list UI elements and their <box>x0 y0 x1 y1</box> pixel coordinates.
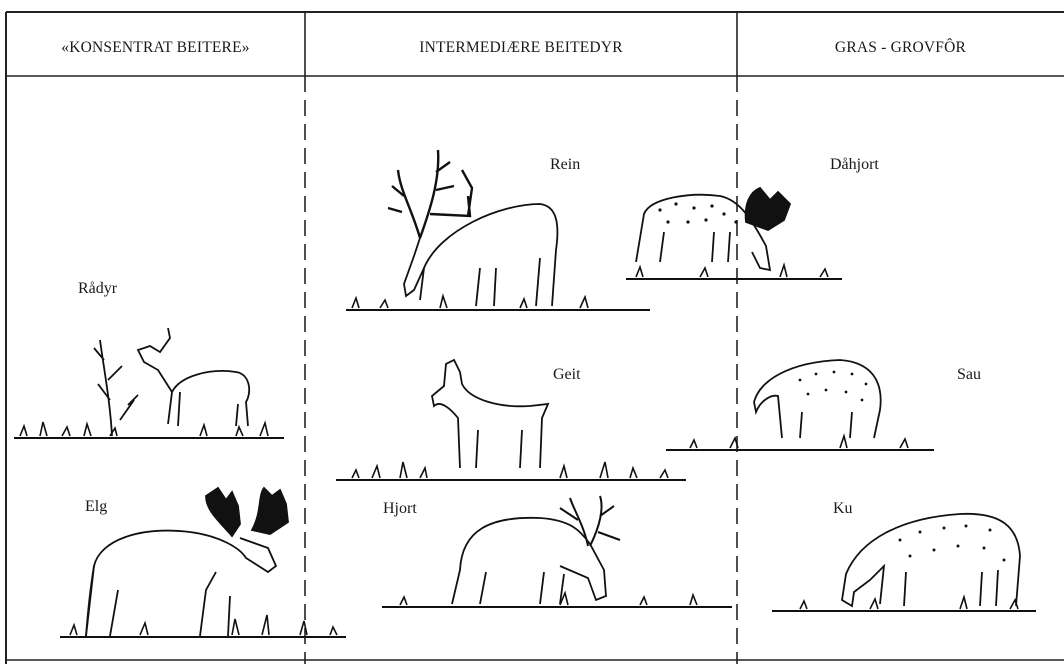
column-dividers <box>305 12 737 664</box>
ku-patches <box>899 525 1006 562</box>
sau-illustration <box>754 360 881 438</box>
label-hjort: Hjort <box>383 500 417 518</box>
label-sau: Sau <box>957 366 981 384</box>
label-radyr: Rådyr <box>78 280 117 298</box>
header-concentrate-selectors: «KONSENTRAT BEITERE» <box>6 30 305 66</box>
dahjort-illustration <box>636 188 790 270</box>
elg-illustration <box>86 488 288 636</box>
ku-illustration <box>842 514 1020 606</box>
dahjort-spots <box>658 202 737 223</box>
header-intermediate-feeders: INTERMEDIÆRE BEITEDYR <box>305 30 737 66</box>
label-ku: Ku <box>833 500 853 518</box>
header-grass-roughage: GRAS - GROVFÔR <box>737 30 1064 66</box>
hjort-illustration <box>452 496 620 604</box>
rein-illustration <box>388 150 557 306</box>
table-frame <box>6 12 1064 664</box>
label-rein: Rein <box>550 156 580 174</box>
label-elg: Elg <box>85 498 107 516</box>
label-dahjort: Dåhjort <box>830 156 879 174</box>
geit-illustration <box>432 360 548 468</box>
sau-wool <box>799 371 868 402</box>
radyr-illustration <box>94 328 249 436</box>
label-geit: Geit <box>553 366 581 384</box>
